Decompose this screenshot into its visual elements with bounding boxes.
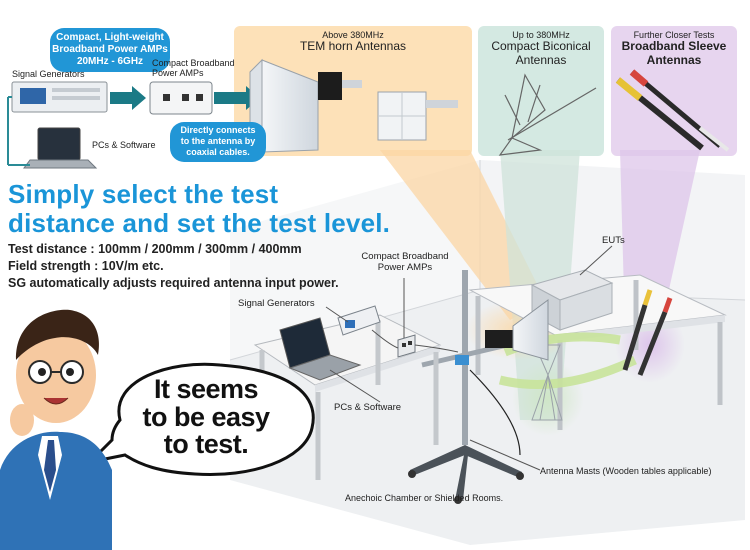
scene-compact-amps-line-2: Power AMPs xyxy=(377,261,433,273)
sleeve-antenna-top xyxy=(615,69,730,152)
tem-panel-title: TEM horn Antennas xyxy=(299,39,407,54)
connect-info-line-2: to the antenna by xyxy=(180,135,256,146)
connect-info-line-3: coaxial cables. xyxy=(186,146,250,157)
biconical-antenna-scene xyxy=(531,344,563,421)
signal-generator-scene xyxy=(337,305,381,336)
top-compact-amps-line-1: Compact Broadband xyxy=(152,58,235,68)
amp-top xyxy=(149,81,213,115)
biconical-panel xyxy=(478,26,604,156)
tem-beam xyxy=(380,150,545,320)
laptop-top xyxy=(23,127,98,169)
headline-line-1: Simply select the test xyxy=(8,179,279,209)
tem-panel-heading: Above 380MHz TEM horn Antennas xyxy=(234,30,472,54)
biconical-panel-title-2: Antennas xyxy=(515,53,567,68)
tem-horn-small xyxy=(377,91,458,141)
scene-chamber-label: Anechoic Chamber or Shielded Rooms. xyxy=(345,493,504,503)
laptop-scene xyxy=(279,317,362,381)
character-illustration xyxy=(0,309,112,550)
biconical-panel-sub: Up to 380MHz xyxy=(512,30,570,40)
rotation-arrow xyxy=(498,355,637,389)
top-compact-amps-line-2: Power AMPs xyxy=(152,68,204,79)
spec-auto-adjust: SG automatically adjusts required antenn… xyxy=(8,276,339,290)
amp-info-line-2: Broadband Power AMPs xyxy=(52,44,168,55)
arrow-sg-to-amp xyxy=(110,86,146,110)
headline-line-2: distance and set the test level. xyxy=(8,207,391,238)
tem-horn-large xyxy=(249,58,362,154)
headline: Simply select the test distance and set … xyxy=(8,180,390,237)
sleeve-antenna-scene xyxy=(622,304,648,371)
scene-compact-amps-line-1: Compact Broadband xyxy=(361,251,449,262)
scene-euts-label: EUTs xyxy=(602,235,625,246)
biconical-antenna-top xyxy=(498,73,597,156)
sleeve-panel-sub: Further Closer Tests xyxy=(633,30,715,40)
tem-panel-sub: Above 380MHz xyxy=(322,30,384,40)
sleeve-panel-title-2: Antennas xyxy=(646,53,702,68)
sleeve-panel-title-1: Broadband Sleeve xyxy=(621,39,727,54)
amp-info-bubble: Compact, Light-weight Broadband Power AM… xyxy=(50,28,170,72)
scene-masts-label: Antenna Masts (Wooden tables applicable) xyxy=(540,466,712,476)
speech-line-2: to be easy xyxy=(142,401,270,432)
sleeve-panel-heading: Further Closer Tests Broadband Sleeve An… xyxy=(611,30,737,68)
eut-box xyxy=(530,269,614,331)
top-compact-amps-label: Compact Broadband Power AMPs xyxy=(152,58,235,79)
amp-info-line-1: Compact, Light-weight xyxy=(56,32,164,43)
arrow-amp-to-antenna xyxy=(214,86,260,110)
amp-scene xyxy=(397,334,416,358)
top-pcs-software-label: PCs & Software xyxy=(92,140,156,150)
speech-line-1: It seems xyxy=(153,374,259,404)
speech-text: It seems to be easy to test. xyxy=(118,374,294,460)
tem-horn-scene xyxy=(485,299,549,361)
spec-field-strength: Field strength : 10V/m etc. xyxy=(8,259,164,273)
spec-test-distance: Test distance : 100mm / 200mm / 300mm / … xyxy=(8,242,302,256)
connect-info-line-1: Directly connects xyxy=(180,125,256,135)
connect-info-bubble: Directly connects to the antenna by coax… xyxy=(170,122,266,162)
biconical-panel-title-1: Compact Biconical xyxy=(491,39,591,54)
top-signal-generators-label: Signal Generators xyxy=(12,69,85,79)
scene-compact-amps-label: Compact Broadband Power AMPs xyxy=(355,251,455,274)
biconical-panel-heading: Up to 380MHz Compact Biconical Antennas xyxy=(478,30,604,68)
speech-line-3: to test. xyxy=(163,429,249,460)
amp-info-line-3: 20MHz - 6GHz xyxy=(76,56,144,67)
signal-generator-top xyxy=(11,81,108,113)
scene-signal-generators-label: Signal Generators xyxy=(238,298,315,309)
scene-pcs-software-label: PCs & Software xyxy=(334,402,402,413)
